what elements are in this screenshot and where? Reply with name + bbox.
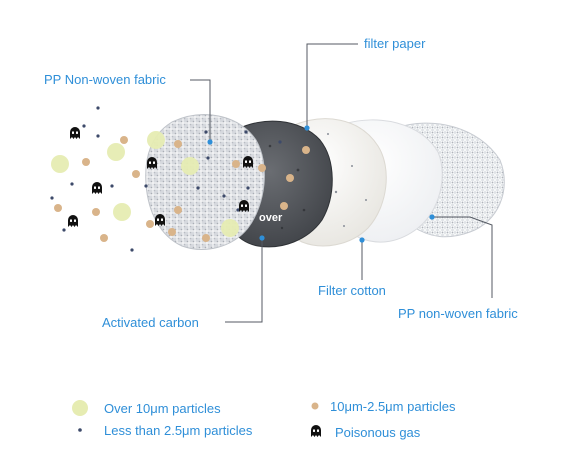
medium-particle bbox=[174, 206, 182, 214]
small-particle bbox=[96, 106, 100, 110]
large-particle bbox=[51, 155, 69, 173]
label-activated-carbon: Activated carbon bbox=[102, 315, 199, 330]
small-particle bbox=[204, 130, 208, 134]
label-filter-paper: filter paper bbox=[364, 36, 426, 51]
medium-particle bbox=[120, 136, 128, 144]
medium-particle bbox=[174, 140, 182, 148]
legend-medium-particles: 10μm-2.5μm particles bbox=[330, 399, 456, 414]
legend-markers bbox=[72, 400, 321, 437]
ghost-icon bbox=[92, 182, 102, 194]
medium-particle bbox=[132, 170, 140, 178]
label-filter-cotton: Filter cotton bbox=[318, 283, 386, 298]
small-particle bbox=[110, 184, 114, 188]
small-particle bbox=[244, 130, 248, 134]
ghost-icon bbox=[70, 127, 80, 139]
ghost-icon bbox=[68, 215, 78, 227]
large-particle bbox=[147, 131, 165, 149]
medium-particle bbox=[146, 220, 154, 228]
medium-particle bbox=[202, 234, 210, 242]
legend-poisonous-gas: Poisonous gas bbox=[335, 425, 421, 440]
small-particle bbox=[50, 196, 54, 200]
medium-particle bbox=[92, 208, 100, 216]
small-particle bbox=[236, 208, 240, 212]
large-particle bbox=[221, 219, 239, 237]
medium-particle bbox=[302, 146, 310, 154]
layer-pp-nonwoven-inner bbox=[145, 114, 265, 250]
medium-particle bbox=[54, 204, 62, 212]
small-particle bbox=[222, 194, 226, 198]
label-pp-nonwoven-bottom: PP non-woven fabric bbox=[398, 306, 518, 321]
small-particle bbox=[278, 140, 282, 144]
large-particle bbox=[181, 157, 199, 175]
small-particle bbox=[246, 186, 250, 190]
label-over: over bbox=[259, 212, 283, 224]
small-particle bbox=[62, 228, 66, 232]
particle-cloud bbox=[50, 106, 310, 252]
legend-medium-particle-swatch bbox=[311, 402, 319, 410]
small-particle bbox=[82, 124, 86, 128]
ghost-icon bbox=[311, 425, 321, 437]
small-particle bbox=[206, 156, 210, 160]
callout-dots bbox=[207, 125, 435, 243]
legend-large-particle-swatch bbox=[72, 400, 88, 416]
small-particle bbox=[70, 182, 74, 186]
medium-particle bbox=[82, 158, 90, 166]
small-particle bbox=[196, 186, 200, 190]
medium-particle bbox=[168, 228, 176, 236]
small-particle bbox=[96, 134, 100, 138]
medium-particle bbox=[286, 174, 294, 182]
small-particle bbox=[130, 248, 134, 252]
callout-leaders bbox=[190, 43, 493, 323]
legend-large-particles: Over 10μm particles bbox=[104, 401, 221, 416]
label-pp-nonwoven-top: PP Non-woven fabric bbox=[44, 72, 166, 87]
small-particle bbox=[144, 184, 148, 188]
legend-small-particle-swatch bbox=[78, 428, 82, 432]
large-particle bbox=[107, 143, 125, 161]
large-particle bbox=[113, 203, 131, 221]
medium-particle bbox=[280, 202, 288, 210]
legend-small-particles: Less than 2.5μm particles bbox=[104, 423, 253, 438]
medium-particle bbox=[100, 234, 108, 242]
medium-particle bbox=[232, 160, 240, 168]
medium-particle bbox=[258, 164, 266, 172]
